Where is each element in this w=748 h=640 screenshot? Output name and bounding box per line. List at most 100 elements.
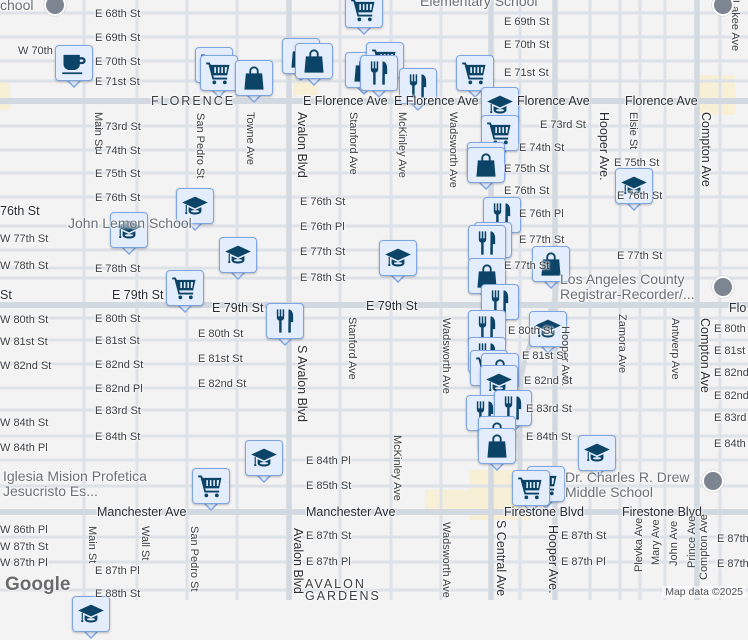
marker-cart[interactable] — [166, 270, 204, 314]
poi-place-icon[interactable] — [712, 0, 734, 16]
marker-badge — [529, 311, 567, 347]
street-label: Wadsworth Ave — [440, 318, 452, 394]
street-label: E 80th St — [714, 323, 748, 335]
marker-pointer — [176, 303, 194, 313]
marker-school[interactable] — [110, 212, 148, 256]
poi-building-icon[interactable] — [712, 276, 734, 298]
marker-badge — [192, 468, 230, 504]
marker-school[interactable] — [615, 168, 653, 212]
marker-cart[interactable] — [345, 0, 383, 36]
marker-badge — [615, 168, 653, 204]
street-label: Manchester Ave — [306, 505, 396, 519]
place-label[interactable]: Dr. Charles R. Drew Middle School — [565, 469, 690, 500]
marker-bag[interactable] — [478, 428, 516, 472]
street-label: E 69th St — [95, 32, 141, 44]
street-label: E 87th Pl — [306, 556, 351, 568]
marker-restaurant[interactable] — [266, 303, 304, 347]
street-label: E 85th St — [306, 480, 352, 492]
marker-badge — [266, 303, 304, 339]
marker-bag[interactable] — [295, 43, 333, 87]
graduation-cap-icon — [250, 444, 278, 472]
street-label: E 77th St — [504, 260, 550, 272]
street-label: W 87th St — [0, 541, 49, 553]
marker-cart[interactable] — [200, 55, 238, 99]
marker-pointer — [276, 336, 294, 346]
marker-badge — [200, 55, 238, 91]
marker-badge — [72, 596, 110, 632]
street-label: E 87th St — [717, 533, 748, 545]
marker-pointer — [229, 270, 247, 280]
place-label[interactable]: Elementary School — [420, 0, 538, 9]
street-label: E Florence Ave — [394, 94, 479, 108]
shopping-bag-icon — [472, 151, 500, 179]
street-label: E 74th St — [95, 145, 141, 157]
marker-bag[interactable] — [467, 147, 505, 191]
place-label[interactable]: John Lemon School — [68, 215, 192, 231]
marker-pointer — [539, 344, 557, 354]
poi-school-icon[interactable] — [44, 0, 66, 16]
marker-school[interactable] — [529, 311, 567, 355]
street-label: 76th St — [0, 204, 40, 218]
marker-school[interactable] — [245, 440, 283, 484]
street-label: E 78th St — [95, 263, 141, 275]
marker-restaurant[interactable] — [360, 55, 398, 99]
street-label: E 75th St — [614, 157, 660, 169]
marker-cart[interactable] — [512, 470, 550, 514]
marker-badge — [456, 55, 494, 91]
street-label: E 77th St — [617, 250, 663, 262]
marker-school[interactable] — [379, 240, 417, 284]
marker-badge — [166, 270, 204, 306]
marker-restaurant[interactable] — [468, 225, 506, 269]
street-label: E 84th St — [95, 431, 141, 443]
place-label[interactable]: Iglesia Mision Profetica Jesucristo Es..… — [3, 468, 147, 499]
marker-school[interactable] — [72, 596, 110, 640]
marker-pointer — [409, 101, 427, 111]
shopping-bag-icon — [483, 432, 511, 460]
street-label: E 87th Pl — [561, 556, 606, 568]
street-label: Florence Ave — [517, 94, 590, 108]
marker-bag[interactable] — [235, 60, 273, 104]
street-label: Main St — [92, 112, 104, 150]
marker-cart[interactable] — [456, 55, 494, 99]
street-label: E 70th St — [504, 39, 550, 51]
street-label: E 81st St — [198, 353, 243, 365]
marker-badge — [245, 440, 283, 476]
street-label: Florence Ave — [625, 94, 698, 108]
street-label: Hooper Ave. — [597, 112, 611, 181]
marker-bag[interactable] — [532, 246, 570, 290]
marker-restaurant[interactable] — [399, 68, 437, 112]
marker-badge — [468, 225, 506, 261]
street-label: E 79th St — [366, 299, 418, 313]
street-label: E 79th St — [212, 301, 264, 315]
marker-pointer — [389, 273, 407, 283]
street-label: E 75th St — [504, 163, 550, 175]
street-label: E 74th St — [519, 142, 565, 154]
map-canvas[interactable] — [0, 0, 748, 600]
street-label: E 81st St — [714, 345, 748, 357]
place-label[interactable]: AVALON GARDENS — [305, 577, 381, 603]
poi-school-icon[interactable] — [702, 470, 724, 492]
place-label[interactable]: Los Angeles County Registrar-Recorder/..… — [560, 271, 695, 302]
street-label: Towne Ave — [244, 112, 256, 166]
street-label: E 68th St — [95, 8, 141, 20]
street-label: Prince Ave — [686, 515, 698, 568]
street-label: W 87th Pl — [0, 557, 48, 569]
street-label: E 75th St — [95, 168, 141, 180]
marker-badge — [399, 68, 437, 104]
street-label: Plevka Ave — [633, 517, 645, 572]
marker-cart[interactable] — [192, 468, 230, 512]
street-label: Main St — [86, 526, 98, 564]
place-label[interactable]: chool — [0, 0, 34, 13]
street-label: W 86th Pl — [0, 524, 48, 536]
marker-school[interactable] — [219, 237, 257, 281]
street-label: Avalon Blvd — [295, 112, 309, 178]
marker-school[interactable] — [176, 188, 214, 232]
street-label: W 77th St — [0, 233, 49, 245]
marker-school[interactable] — [578, 435, 616, 479]
marker-coffee[interactable] — [55, 45, 93, 89]
street-label: W 82nd St — [0, 360, 52, 372]
street-label: Mary Ave — [650, 519, 662, 565]
marker-badge — [176, 188, 214, 224]
map-attribution[interactable]: Map data ©2025 — [662, 586, 746, 598]
street-label: E 80th St — [95, 313, 141, 325]
